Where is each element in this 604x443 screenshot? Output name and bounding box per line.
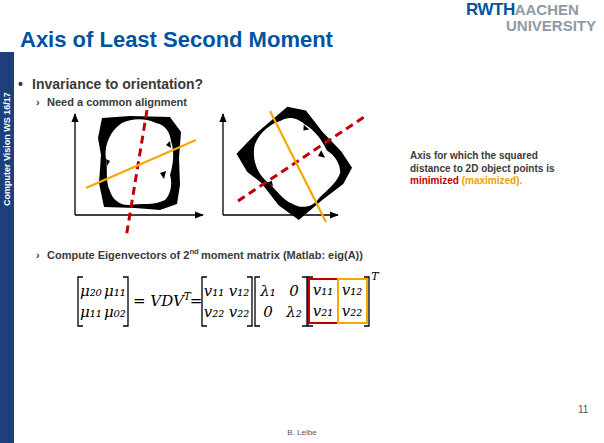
matrix-entry: μ₁₁ <box>80 302 102 322</box>
right-figure <box>223 98 367 226</box>
bullet-mark: • <box>18 76 23 92</box>
matrix-bracket <box>78 277 369 326</box>
university-logo: UNIVERSITY <box>506 18 596 34</box>
matrix-entry: μ₂₀ <box>80 281 102 301</box>
matrix-entry: 0 <box>289 281 299 301</box>
bullet-mark: › <box>36 249 40 261</box>
matrix-entry: μ₁₁ <box>80 303 102 321</box>
bullet-text: Need a common alignment <box>47 96 187 108</box>
equation-term: = <box>190 292 203 310</box>
eigenvector-entry: v₂₂ <box>341 301 364 322</box>
author-footer: B. Leibe <box>287 428 316 437</box>
matrix-entry: μ₁₁ <box>104 282 126 300</box>
axis-note: minimized <box>410 175 459 188</box>
eigenvector-box: v₁₂v₂₂ <box>337 278 368 324</box>
matrix-entry: 0 <box>263 303 273 321</box>
matrix-entry: λ₁ <box>260 281 276 301</box>
slide-title: Axis of Least Second Moment <box>20 27 333 53</box>
axis-note: Axis for which the squared distance to 2… <box>410 150 554 174</box>
matrix-entry: v₂₂ <box>204 302 225 322</box>
university-logo: UNIVERSITY <box>506 17 596 34</box>
bullet-mark: › <box>36 96 40 108</box>
eigenvector-entry: v₂₁ <box>312 301 335 322</box>
matrix-entry: v₁₂ <box>229 281 250 301</box>
matrix-entry: v₁₂ <box>229 282 250 300</box>
axis-note: (maximized). <box>462 175 523 188</box>
matrix-entry: v₂₂ <box>229 302 250 322</box>
side-bar <box>0 52 14 443</box>
matrix-entry: λ₁ <box>260 282 276 300</box>
page-number: 11 <box>578 404 588 415</box>
minimizing-axis <box>126 110 147 238</box>
university-logo: RWTH <box>466 0 515 19</box>
transpose-mark: T <box>371 270 378 283</box>
maximizing-axis <box>270 111 326 222</box>
bullet-mark: › <box>36 95 40 109</box>
bullet-mark: • <box>18 76 23 93</box>
equation-term: = VDV <box>133 292 184 310</box>
course-name: Computer Vision WS 16/17 <box>1 92 13 206</box>
bullet-text: moment matrix (Matlab: eig(A)) <box>201 249 363 261</box>
bullet-text: nd <box>189 247 198 256</box>
bullet-text: Invariance to orientation? <box>32 76 203 93</box>
matrix-entry: v₁₁ <box>204 282 225 300</box>
matrix-entry: 0 <box>289 282 299 300</box>
matrix-entry: v₂₂ <box>229 303 250 321</box>
course-name: Computer Vision WS 16/17 <box>2 92 12 206</box>
matrix-entry: μ₁₁ <box>104 281 126 301</box>
university-logo: RWTHAACHEN <box>466 2 579 18</box>
transpose-mark: T <box>371 271 378 283</box>
bullet-text: Compute Eigenvectors of 2ndmoment matrix… <box>47 248 363 262</box>
matrix-entry: μ₀₂ <box>104 303 126 321</box>
bullet-text: Need a common alignment <box>47 95 187 109</box>
eigenvector-entry: v₁₁ <box>312 280 335 301</box>
matrix-entry: μ₂₀ <box>80 282 102 300</box>
equation-term: = <box>190 291 203 311</box>
bullet-text: Invariance to orientation? <box>32 76 203 92</box>
axis-note: Axis for which the squared distance to 2… <box>410 150 560 188</box>
matrix-entry: v₁₁ <box>204 281 225 301</box>
author-footer: B. Leibe <box>287 428 316 437</box>
eigenvector-entry: v₁₂ <box>341 280 364 301</box>
maximizing-axis <box>86 140 196 188</box>
matrix-entry: v₂₂ <box>204 303 225 321</box>
bullet-text: Compute Eigenvectors of 2 <box>47 249 189 261</box>
matrix-entry: 0 <box>263 302 273 322</box>
bullet-mark: › <box>36 248 40 262</box>
page-number: 11 <box>578 404 588 415</box>
left-figure <box>75 110 203 238</box>
matrix-entry: λ₂ <box>286 303 302 321</box>
university-logo: AACHEN <box>515 1 579 18</box>
matrix-entry: μ₀₂ <box>104 302 126 322</box>
equation-term: = VDVT <box>133 291 191 311</box>
minimizing-axis <box>238 115 367 201</box>
eigenvector-box: v₁₁v₂₁ <box>308 278 339 324</box>
matrix-entry: λ₂ <box>286 302 302 322</box>
